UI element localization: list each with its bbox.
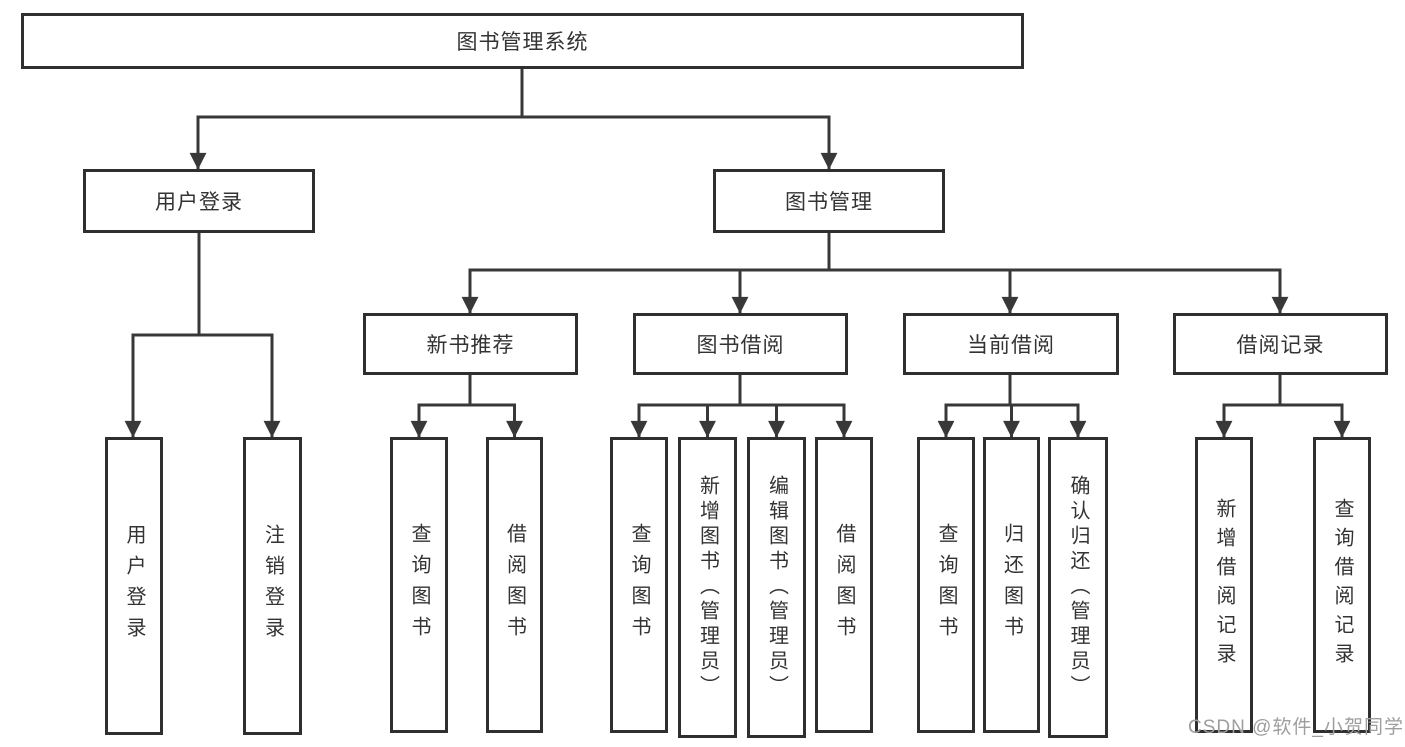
node-leaf-borrow-books-label: 借阅图书 (833, 523, 855, 647)
node-root: 图书管理系统 (21, 13, 1024, 69)
node-leaf-query-books-label: 查询图书 (935, 523, 957, 647)
node-borrowing-records: 借阅记录 (1173, 313, 1388, 375)
watermark: CSDN @软件_小贺同学 (1188, 717, 1404, 738)
node-leaf-borrow-books-label: 借阅图书 (503, 523, 526, 647)
node-leaf-logout-label: 注销登录 (261, 524, 284, 648)
node-root-label: 图书管理系统 (456, 31, 589, 54)
node-user-login-label: 用户登录 (155, 191, 243, 214)
node-leaf-return-books: 归还图书 (983, 437, 1040, 733)
node-leaf-confirm-return-admin-label: 确认归还（管理员） (1067, 475, 1089, 700)
node-leaf-edit-books-admin-label: 编辑图书（管理员） (765, 475, 788, 700)
node-leaf-query-books-label: 查询图书 (408, 523, 430, 647)
node-book-borrowing: 图书借阅 (633, 313, 848, 375)
node-leaf-query-borrow-record: 查询借阅记录 (1313, 437, 1371, 733)
node-leaf-query-books: 查询图书 (390, 437, 448, 733)
node-leaf-add-borrow-record: 新增借阅记录 (1195, 437, 1253, 733)
node-book-borrowing-label: 图书借阅 (696, 334, 785, 357)
node-leaf-borrow-books: 借阅图书 (486, 437, 543, 733)
node-leaf-borrow-books: 借阅图书 (815, 437, 873, 733)
node-current-borrowing: 当前借阅 (903, 313, 1119, 375)
node-leaf-user-login-label: 用户登录 (123, 524, 145, 648)
node-new-book-recommendation-label: 新书推荐 (426, 334, 515, 357)
node-leaf-add-books-admin: 新增图书（管理员） (678, 437, 737, 738)
node-book-management-label: 图书管理 (785, 191, 873, 214)
node-borrowing-records-label: 借阅记录 (1236, 334, 1325, 357)
node-leaf-add-borrow-record-label: 新增借阅记录 (1213, 498, 1235, 672)
node-user-login: 用户登录 (83, 169, 315, 233)
node-leaf-query-books-label: 查询图书 (628, 523, 650, 647)
node-leaf-edit-books-admin: 编辑图书（管理员） (747, 437, 806, 738)
node-leaf-user-login: 用户登录 (105, 437, 163, 735)
node-leaf-add-books-admin-label: 新增图书（管理员） (696, 475, 719, 700)
node-leaf-logout: 注销登录 (243, 437, 302, 735)
node-leaf-confirm-return-admin: 确认归还（管理员） (1048, 437, 1108, 738)
node-leaf-query-books: 查询图书 (610, 437, 668, 733)
node-book-management: 图书管理 (713, 169, 945, 233)
node-leaf-query-books: 查询图书 (917, 437, 975, 733)
node-current-borrowing-label: 当前借阅 (967, 334, 1055, 357)
node-leaf-query-borrow-record-label: 查询借阅记录 (1331, 498, 1353, 672)
node-leaf-return-books-label: 归还图书 (1000, 523, 1023, 647)
node-new-book-recommendation: 新书推荐 (363, 313, 578, 375)
